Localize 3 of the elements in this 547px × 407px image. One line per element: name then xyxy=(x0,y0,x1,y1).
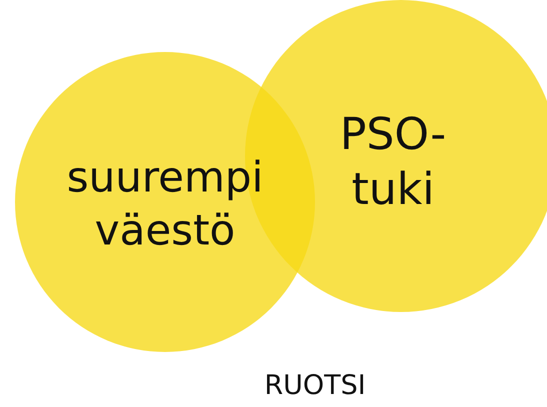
circle-label: suurempi väestö xyxy=(66,152,264,256)
region-label: RUOTSI xyxy=(264,370,366,401)
circle-label: PSO-tuki xyxy=(338,108,448,217)
